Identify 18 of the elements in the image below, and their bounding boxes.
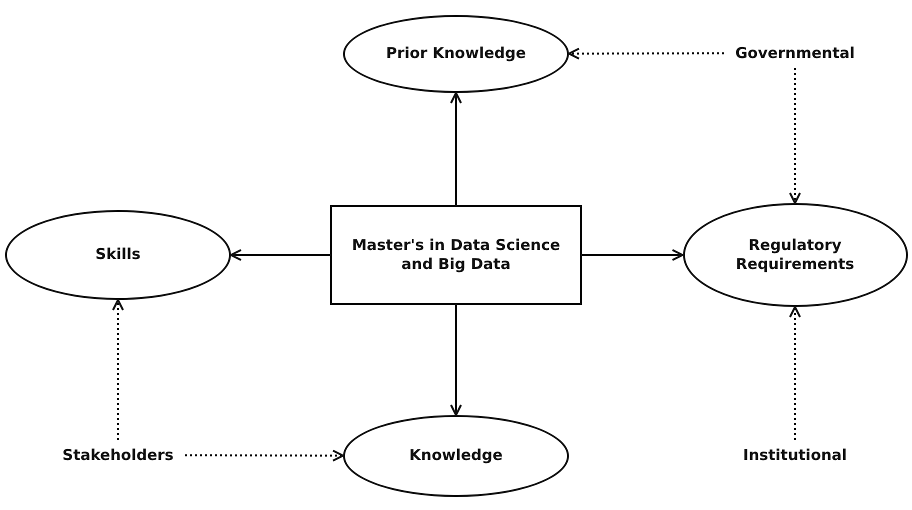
dotted-arrow xyxy=(789,68,801,204)
text-label: Stakeholders xyxy=(55,444,181,466)
node-label: Regulatory Requirements xyxy=(734,236,856,274)
node-label: Master's in Data Science and Big Data xyxy=(350,236,562,274)
dotted-arrow xyxy=(789,306,801,440)
process-box xyxy=(330,205,582,305)
dotted-arrow xyxy=(185,450,344,462)
arrow xyxy=(582,249,684,261)
arrow xyxy=(230,249,330,261)
node-label: Skills xyxy=(94,245,142,265)
text-label: Governmental xyxy=(728,42,862,64)
text-label: Institutional xyxy=(737,444,853,466)
dotted-arrow xyxy=(112,299,124,440)
arrow xyxy=(450,305,462,416)
dotted-arrow xyxy=(568,48,724,60)
arrow xyxy=(450,92,462,205)
node-label: Prior Knowledge xyxy=(385,44,527,64)
node-label: Knowledge xyxy=(408,446,504,466)
